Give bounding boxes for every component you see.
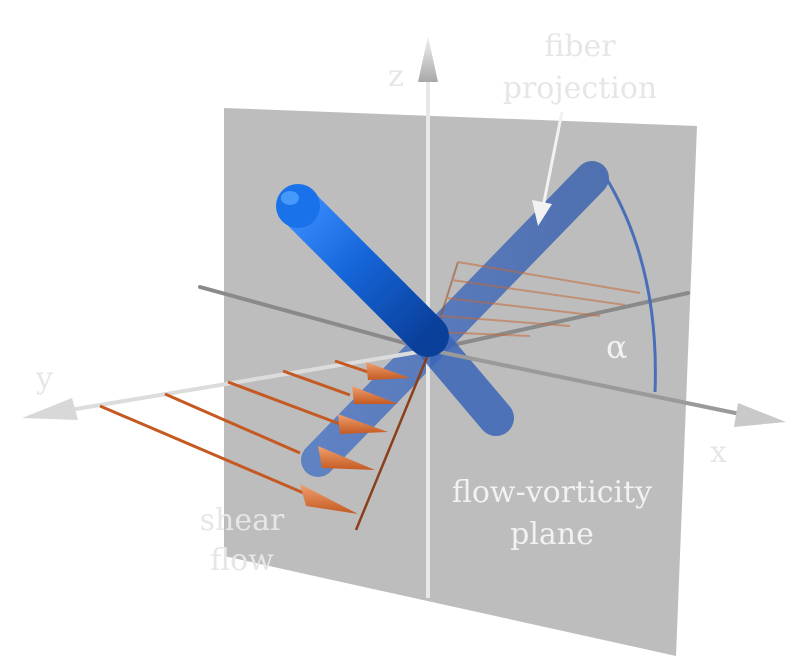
x-axis-mid	[428, 291, 690, 352]
fiber-end-cap	[276, 184, 320, 228]
shear-flow-label-1: shear	[200, 503, 285, 538]
axis-label-x: x	[710, 435, 727, 470]
plane-label-1: flow-vorticity	[452, 475, 652, 510]
angle-label: α	[606, 328, 628, 366]
axis-label-z: z	[388, 59, 404, 94]
x-axis-front	[429, 348, 741, 416]
angle-arc	[598, 167, 657, 393]
shear-flow-label-2: flow	[210, 543, 274, 578]
fiber-projection-label-2: projection	[503, 71, 658, 106]
fiber-projection	[301, 161, 609, 477]
shear-arrowhead-icon	[300, 484, 358, 514]
plane-label-2: plane	[510, 517, 594, 552]
shear-arrowhead-icon	[352, 386, 398, 404]
x-axis-back	[198, 285, 432, 352]
shear-arrowhead-icon	[338, 414, 388, 434]
shear-arrowhead-icon	[318, 446, 375, 470]
x-axis-arrowhead-icon	[734, 403, 786, 427]
y-axis	[69, 348, 431, 412]
fiber-highlight	[281, 191, 299, 205]
axis-label-y: y	[35, 361, 53, 396]
pointer-arrowhead-icon	[532, 200, 552, 226]
y-axis-arrowhead-icon	[22, 398, 78, 420]
z-axis-arrowhead-icon	[418, 36, 438, 82]
shear-arrowhead-icon	[366, 362, 410, 380]
fiber-projection-pointer	[540, 111, 564, 213]
lower-shear-profile	[99, 349, 432, 531]
fiber	[277, 185, 449, 357]
fiber-projection-label-1: fiber	[544, 29, 616, 64]
